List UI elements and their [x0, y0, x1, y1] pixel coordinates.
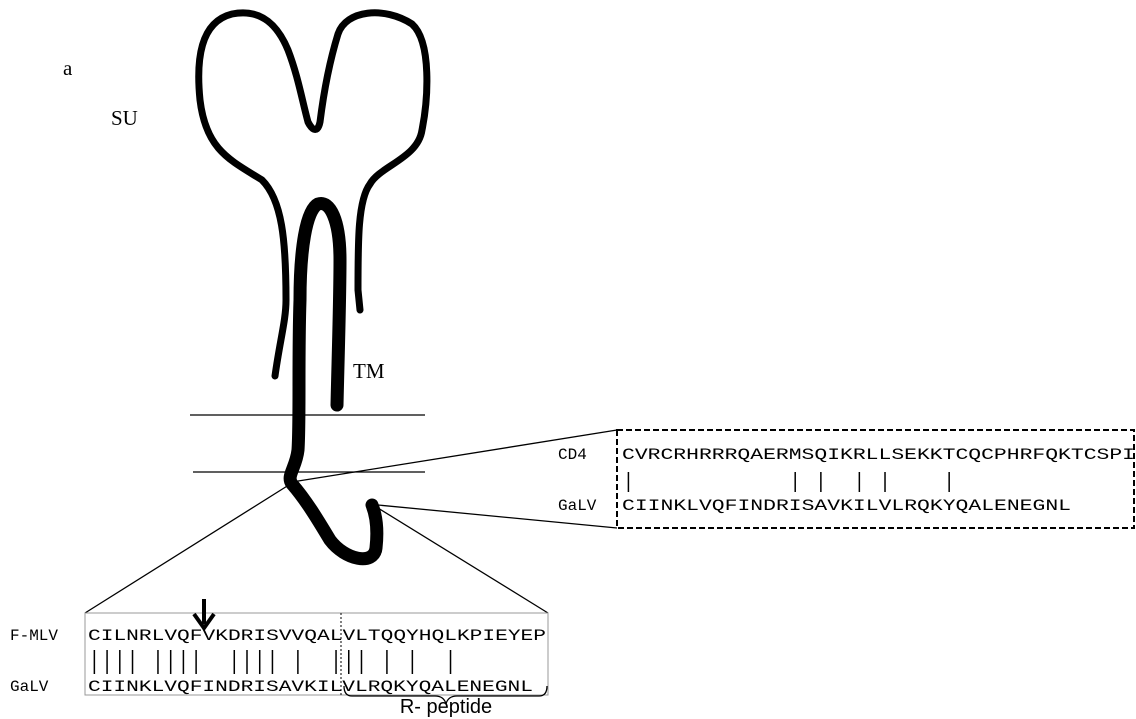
zoom-line-mlv-right	[378, 508, 548, 613]
tm-label: TM	[353, 359, 385, 383]
r-peptide-label: R- peptide	[400, 696, 492, 718]
galv-sequence-mlv: CIINKLVQFINDRISAVKILVLRQKYQALENEGNL	[88, 678, 533, 696]
fmlv-sequence: CILNRLVQFVKDRISVVQALVLTQQYHQLKPIEYEP	[88, 627, 546, 645]
galv-row-label-cd4: GaLV	[558, 497, 597, 515]
cd4-row-label: CD4	[558, 446, 587, 464]
fmlv-row-label: F-MLV	[10, 627, 58, 645]
cd4-sequence: CVRCRHRRRQAERMSQIKRLLSEKKTCQCPHRFQKTCSPI	[622, 446, 1135, 464]
panel-label: a	[63, 56, 73, 80]
zoom-line-mlv-left	[85, 483, 292, 613]
su-label: SU	[111, 106, 138, 130]
galv-sequence-cd4: CIINKLVQFINDRISAVKILVLRQKYQALENEGNL	[622, 497, 1071, 515]
galv-row-label-mlv: GaLV	[10, 678, 49, 696]
su-subunit-outline	[199, 13, 427, 376]
